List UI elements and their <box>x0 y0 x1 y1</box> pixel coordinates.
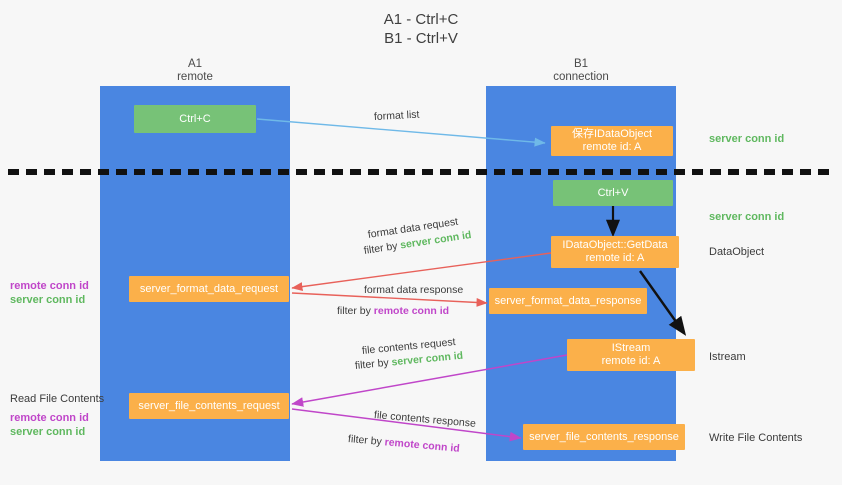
box-ctrl-v-label: Ctrl+V <box>597 186 629 199</box>
left-label-conn-ids-file: remote conn id server conn id <box>10 411 89 439</box>
box-idataobject-getdata[interactable]: IDataObject::GetData remote id: A <box>551 236 679 268</box>
column-header-a1: A1 remote <box>115 58 275 84</box>
label-format-data-response: format data response <box>364 284 464 296</box>
box-server-file-contents-request[interactable]: server_file_contents_request <box>129 393 289 419</box>
right-label-dataobject: DataObject <box>709 246 765 258</box>
box-istream[interactable]: IStream remote id: A <box>567 339 695 371</box>
left-label-read-file-contents: Read File Contents <box>10 393 105 405</box>
box-server-file-contents-response-label: server_file_contents_response <box>529 430 679 443</box>
box-istream-line1: IStream <box>611 342 651 354</box>
right-label-istream: Istream <box>709 351 746 363</box>
box-server-format-data-response-label: server_format_data_response <box>494 294 642 307</box>
page-title: A1 - Ctrl+C B1 - Ctrl+V <box>0 10 842 48</box>
box-save-idataobject[interactable]: 保存IDataObject remote id: A <box>551 126 673 156</box>
column-header-b1-sub: connection <box>553 71 609 83</box>
title-line-2: B1 - Ctrl+V <box>384 30 458 47</box>
left-label-server-conn-id: server conn id <box>10 426 86 438</box>
filter-by-text: filter by <box>347 433 386 449</box>
box-ctrl-c-label: Ctrl+C <box>179 112 211 125</box>
title-line-1: A1 - Ctrl+C <box>383 11 459 28</box>
left-label-server-conn-id: server conn id <box>10 294 86 306</box>
label-format-data-response-filter: filter by remote conn id <box>337 305 449 318</box>
label-file-contents-response: file contents response <box>373 409 477 430</box>
label-format-list: format list <box>373 108 420 123</box>
box-server-format-data-request[interactable]: server_format_data_request <box>129 276 289 302</box>
keyword-remote-conn-id: remote conn id <box>384 436 461 455</box>
filter-by-text: filter by <box>337 305 374 317</box>
box-server-format-data-request-label: server_format_data_request <box>139 282 279 295</box>
left-label-remote-conn-id: remote conn id <box>10 412 89 424</box>
column-header-b1-name: B1 <box>573 58 589 70</box>
left-label-remote-conn-id: remote conn id <box>10 280 89 292</box>
box-save-idataobject-line1: 保存IDataObject <box>571 128 653 140</box>
right-label-write-file-contents: Write File Contents <box>709 432 803 444</box>
keyword-remote-conn-id: remote conn id <box>373 305 450 317</box>
box-server-format-data-response[interactable]: server_format_data_response <box>489 288 647 314</box>
box-save-idataobject-line2: remote id: A <box>582 141 642 153</box>
box-ctrl-v[interactable]: Ctrl+V <box>553 180 673 206</box>
left-label-conn-ids-format: remote conn id server conn id <box>10 279 89 307</box>
column-header-a1-sub: remote <box>177 71 213 83</box>
box-server-file-contents-response[interactable]: server_file_contents_response <box>523 424 685 450</box>
box-getdata-line2: remote id: A <box>585 252 645 264</box>
column-header-a1-name: A1 <box>187 58 203 70</box>
label-file-contents-response-filter: filter by remote conn id <box>347 433 461 456</box>
box-getdata-line1: IDataObject::GetData <box>562 239 668 251</box>
right-label-server-conn-id-top: server conn id <box>709 133 785 145</box>
filter-by-text: filter by <box>363 239 402 257</box>
column-header-b1: B1 connection <box>501 58 661 84</box>
right-label-server-conn-id-mid: server conn id <box>709 211 785 223</box>
box-server-file-contents-request-label: server_file_contents_request <box>138 399 280 412</box>
filter-by-text: filter by <box>354 356 393 372</box>
box-ctrl-c[interactable]: Ctrl+C <box>134 105 256 133</box>
box-istream-line2: remote id: A <box>601 355 661 367</box>
